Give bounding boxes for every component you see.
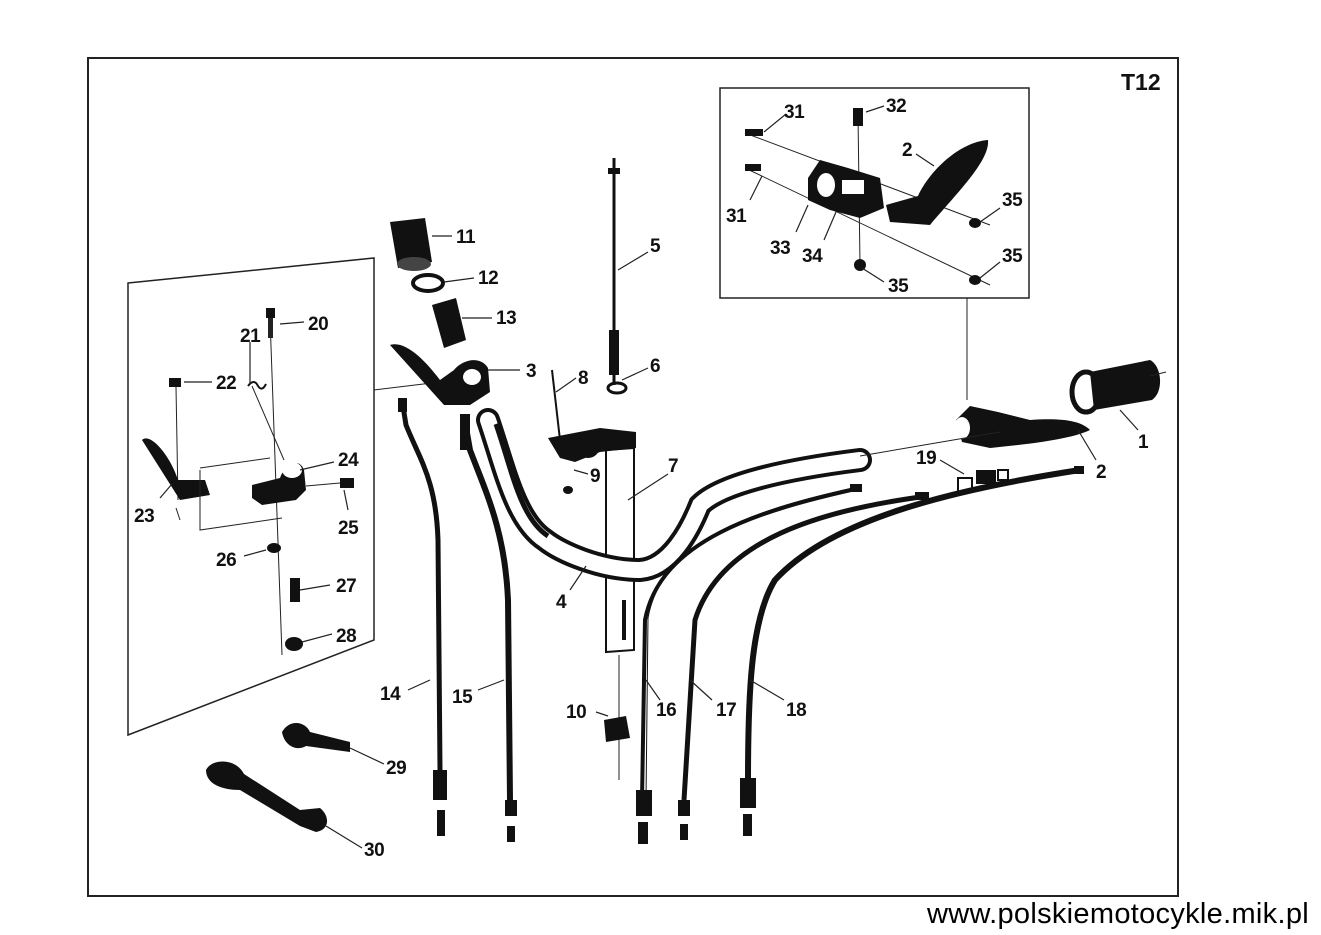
label-part-1: 1 — [1138, 432, 1149, 453]
right-grip — [1090, 360, 1161, 410]
website-watermark: www.polskiemotocykle.mik.pl — [927, 898, 1309, 930]
label-part-35-top: 35 — [1002, 190, 1023, 211]
label-part-16: 16 — [656, 700, 676, 721]
label-part-18: 18 — [786, 700, 806, 721]
label-part-11: 11 — [456, 227, 476, 248]
label-part-23: 23 — [134, 506, 154, 527]
label-part-14: 14 — [380, 684, 401, 705]
label-part-26: 26 — [216, 550, 236, 571]
label-part-35-middle: 35 — [1002, 246, 1023, 267]
label-part-2-inset: 2 — [902, 140, 912, 161]
diagram-frame — [87, 57, 1179, 897]
label-part-31-top: 31 — [784, 102, 805, 123]
label-part-12: 12 — [478, 268, 498, 289]
label-part-2-main: 2 — [1096, 462, 1106, 483]
tool-30 — [206, 761, 328, 832]
tool-29 — [282, 722, 350, 752]
label-part-28: 28 — [336, 626, 356, 647]
label-part-32: 32 — [886, 96, 906, 117]
cable-15 — [461, 415, 513, 801]
label-part-31-bottom: 31 — [726, 206, 747, 227]
label-part-33: 33 — [770, 238, 790, 259]
handlebar-assembly — [206, 158, 1167, 844]
leader-lines — [159, 105, 1139, 849]
right-clamp-inset — [719, 87, 1030, 400]
left-inset-panel — [127, 257, 375, 737]
sheet-code: T12 — [1121, 69, 1161, 95]
label-part-35-bottom: 35 — [888, 276, 909, 297]
label-part-5: 5 — [650, 236, 661, 257]
cable-18 — [745, 467, 1081, 781]
label-part-21: 21 — [240, 326, 261, 347]
part-number-labels: 1 2 2 3 4 5 6 7 8 9 10 11 12 13 14 15 16… — [134, 96, 1150, 861]
cable-14 — [399, 399, 443, 771]
label-part-13: 13 — [496, 308, 516, 329]
label-part-7: 7 — [668, 456, 678, 477]
right-inset-panel — [719, 87, 1030, 299]
label-part-17: 17 — [716, 700, 736, 721]
label-part-22: 22 — [216, 373, 236, 394]
label-part-4: 4 — [556, 592, 567, 613]
label-part-34: 34 — [802, 246, 823, 267]
cable-16 — [640, 486, 861, 801]
label-part-24: 24 — [338, 450, 359, 471]
label-part-8: 8 — [578, 368, 588, 389]
label-part-9: 9 — [590, 466, 600, 487]
left-lever-inset — [127, 257, 375, 737]
label-part-20: 20 — [308, 314, 328, 335]
label-part-19: 19 — [916, 448, 936, 469]
label-part-15: 15 — [452, 687, 473, 708]
label-part-30: 30 — [364, 840, 384, 861]
label-part-25: 25 — [338, 518, 359, 539]
label-part-27: 27 — [336, 576, 356, 597]
cable-17 — [681, 493, 929, 801]
label-part-29: 29 — [386, 758, 406, 779]
left-grip — [390, 218, 432, 268]
label-part-3: 3 — [526, 361, 536, 382]
label-part-6: 6 — [650, 356, 660, 377]
label-part-10: 10 — [566, 702, 586, 723]
